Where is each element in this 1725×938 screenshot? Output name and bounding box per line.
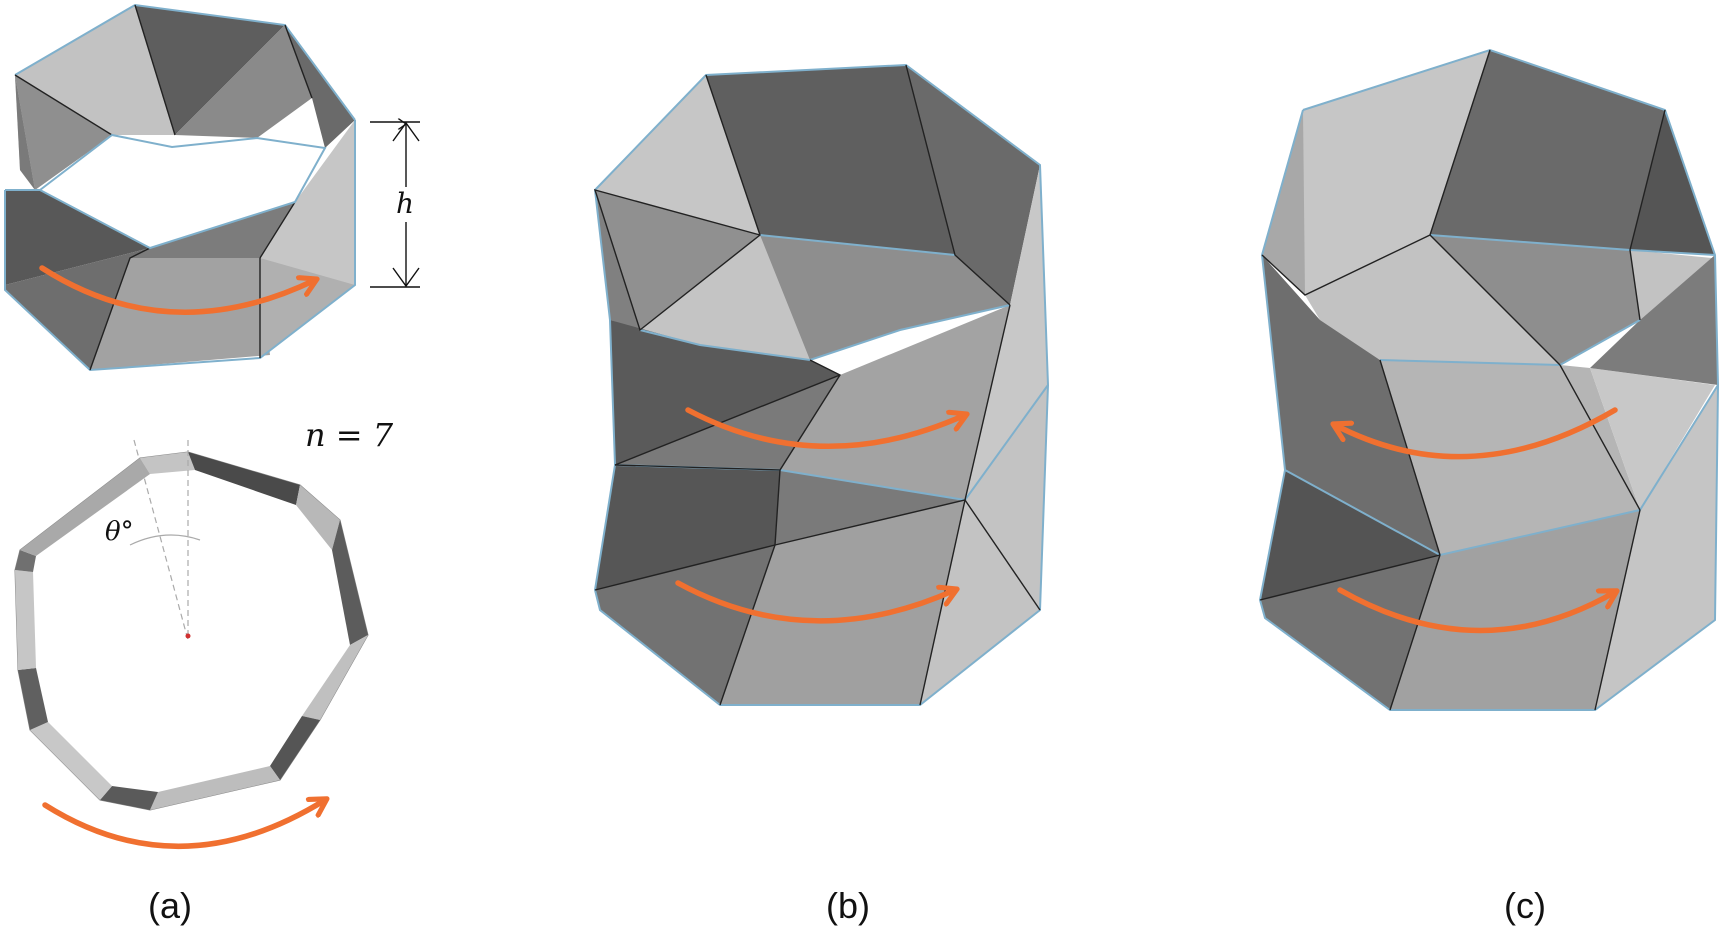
panel-a-label: (a) <box>148 885 192 926</box>
height-dimension: h <box>370 122 420 288</box>
panel-b-tube <box>593 63 1050 706</box>
theta-label: θ° <box>105 517 134 547</box>
rotation-arrow-icon <box>1337 587 1615 634</box>
rotation-arrow-icon <box>42 800 325 849</box>
rotation-arrow-icon <box>1335 407 1618 460</box>
rotation-arrow-icon <box>39 265 315 315</box>
panel-b-label: (b) <box>826 885 870 926</box>
panel-a-tube <box>4 3 356 372</box>
height-label: h <box>396 187 414 220</box>
panel-c-label: (c) <box>1504 885 1546 926</box>
rotation-arrow-icon <box>685 407 965 449</box>
rotation-arrow-icon <box>675 580 955 624</box>
panel-a-top-view: θ° <box>14 439 369 849</box>
n-value-label: n = 7 <box>305 416 394 454</box>
panel-c-tube <box>1258 48 1720 711</box>
